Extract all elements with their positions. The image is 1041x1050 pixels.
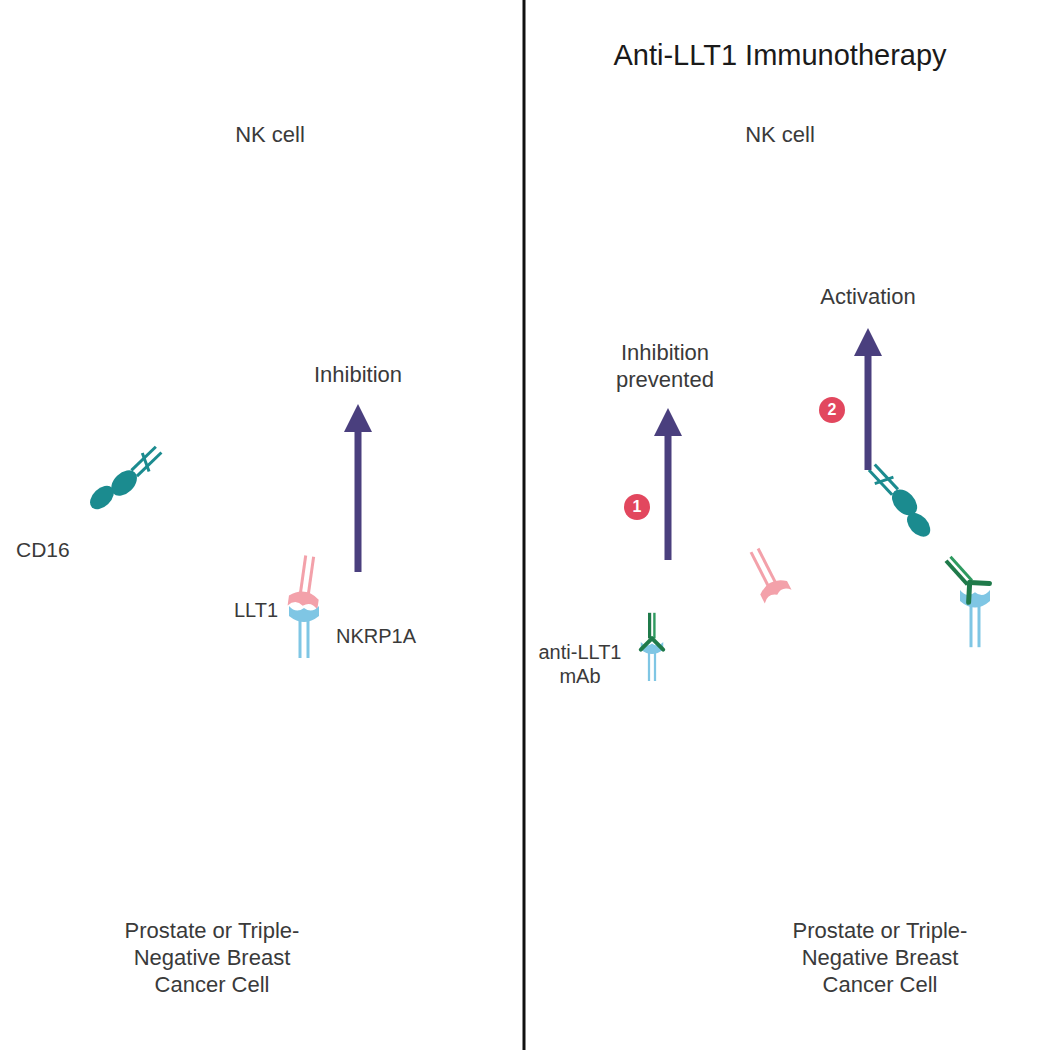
inhibition-prevented-arrow	[665, 422, 672, 560]
cancer-cell-shape	[526, 600, 1041, 1050]
receptor-label: NKRP1A	[336, 624, 436, 648]
title: Anti-LLT1 Immunotherapy	[540, 38, 1020, 73]
membrane-heads	[0, 624, 522, 1050]
receptor-label: CD16	[16, 537, 86, 563]
cell-name: Prostate or Triple-Negative Breast Cance…	[770, 918, 990, 998]
cytoplasm	[6, 105, 523, 618]
cell-name: NK cell	[170, 122, 370, 149]
cancer-cell: Prostate or Triple-Negative Breast Cance…	[0, 600, 522, 1050]
anti-llt1-antibody	[641, 613, 663, 650]
cytoplasm	[526, 630, 1041, 1050]
callout-number: 2	[819, 397, 845, 423]
nk-cell: NK cell	[525, 105, 1041, 625]
nk-cell: NK cell	[0, 105, 523, 625]
receptor-label-wrap: CD16	[16, 537, 86, 563]
ligand-label: LLT1	[234, 598, 286, 622]
inhibition-arrow	[355, 418, 362, 572]
antibody-label-wrap: anti-LLT1 mAb	[530, 640, 630, 689]
cd16-receptor	[862, 460, 940, 541]
llt1-ligand	[960, 590, 990, 647]
membrane-heads	[0, 105, 523, 624]
ligand-label-wrap: LLT1	[234, 598, 286, 622]
cd16-receptor	[86, 440, 166, 518]
membrane	[526, 630, 1041, 1050]
activation-arrow	[865, 342, 872, 470]
panel-divider	[523, 0, 526, 1050]
arrow-label: Inhibition prevented	[590, 340, 740, 394]
llt1-ligand	[289, 606, 319, 658]
arrow-label-wrap: Activation	[806, 284, 930, 311]
callout-number: 1	[624, 494, 650, 520]
title-wrap: Anti-LLT1 Immunotherapy	[540, 38, 1020, 73]
nkrp1a-receptor	[741, 543, 791, 603]
membrane-heads	[0, 636, 522, 1050]
arrow-label: Activation	[806, 284, 930, 311]
anti-llt1-antibody	[938, 549, 990, 602]
membrane-heads	[526, 624, 1041, 1050]
membrane-heads	[12, 105, 523, 612]
membrane-heads	[525, 105, 1041, 624]
nk-cell-shape	[525, 105, 1041, 625]
membrane	[0, 630, 522, 1050]
membrane	[525, 105, 1041, 618]
receptor-label-wrap: NKRP1A	[336, 624, 436, 648]
membrane-heads	[526, 636, 1041, 1050]
cytoplasm	[525, 105, 1041, 618]
cytoplasm	[0, 630, 522, 1050]
membrane-heads	[525, 105, 1036, 612]
callout-number-wrap: 2	[819, 397, 845, 423]
cell-name: NK cell	[680, 122, 880, 149]
nk-cell-shape	[0, 105, 523, 625]
arrow-label: Inhibition	[288, 362, 428, 389]
nkrp1a-receptor	[288, 554, 325, 610]
arrow-label-wrap: Inhibition prevented	[590, 340, 740, 394]
antibody-label: anti-LLT1 mAb	[530, 640, 630, 689]
callout-number-wrap: 1	[624, 494, 650, 520]
cell-name: Prostate or Triple-Negative Breast Cance…	[102, 918, 322, 998]
arrow-label-wrap: Inhibition	[288, 362, 428, 389]
membrane	[6, 105, 523, 618]
cancer-cell: Prostate or Triple-Negative Breast Cance…	[526, 600, 1041, 1050]
